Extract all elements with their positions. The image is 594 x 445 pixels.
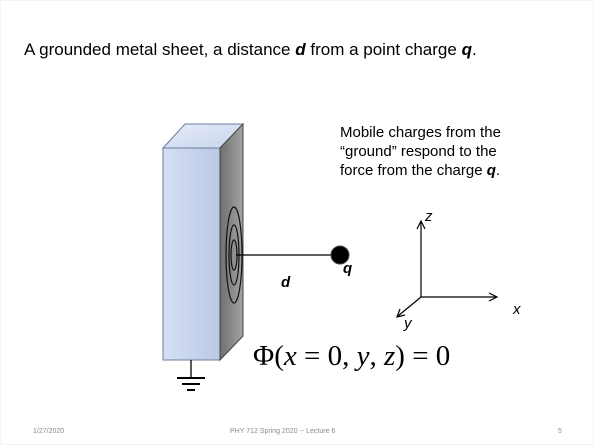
ground-symbol	[177, 377, 205, 391]
y-axis-label: y	[404, 315, 412, 332]
slide-headline: A grounded metal sheet, a distance d fro…	[24, 40, 477, 59]
footer-date: 1/27/2020	[33, 428, 65, 435]
sheet-front-face	[162, 147, 221, 361]
point-charge	[330, 245, 350, 265]
distance-label: d	[281, 274, 291, 291]
mobile-charges-note: Mobile charges from the “ground” respond…	[340, 124, 501, 179]
note-q: q	[486, 162, 496, 179]
coordinate-axes	[396, 219, 499, 318]
x-axis-label: x	[513, 301, 521, 318]
footer-title: PHY 712 Spring 2020 -- Lecture 6	[230, 428, 336, 435]
boundary-condition-equation: Φ(x = 0, y, z) = 0	[253, 340, 451, 372]
sheet-side-face	[219, 122, 244, 362]
z-axis-label: z	[425, 208, 433, 225]
headline-q: q	[461, 40, 472, 59]
charge-label: q	[343, 260, 353, 277]
footer-page-number: 5	[558, 428, 562, 435]
headline-d: d	[295, 40, 306, 59]
